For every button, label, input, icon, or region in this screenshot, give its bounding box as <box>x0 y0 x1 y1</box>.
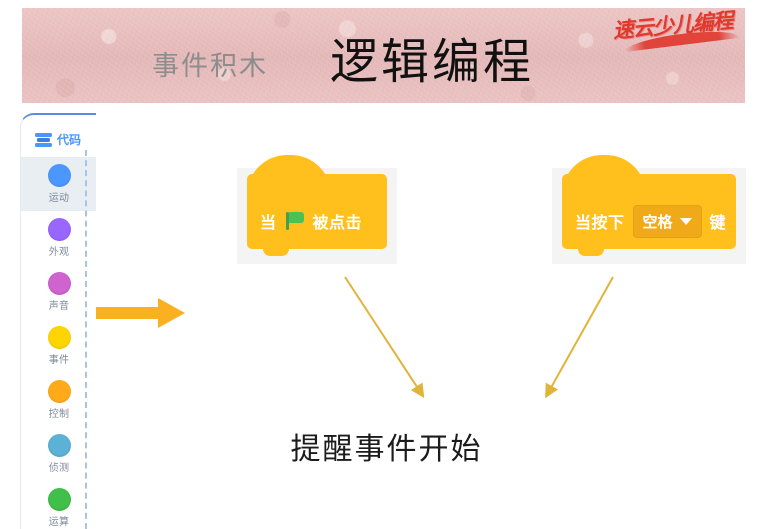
banner-texture <box>22 8 745 103</box>
arrow-flag-to-caption <box>344 276 425 399</box>
chevron-down-icon <box>679 217 692 225</box>
sidebar-item-label: 外观 <box>48 247 70 258</box>
scratch-block-when-key-pressed[interactable]: 当按下 空格 键 <box>562 155 739 256</box>
header-banner <box>22 8 745 103</box>
header-subtitle: 事件积木 <box>152 51 268 82</box>
control-color-dot <box>47 380 71 403</box>
sidebar-item-operators[interactable]: 运算 <box>21 481 96 529</box>
sidebar-item-label: 运算 <box>48 517 70 528</box>
hat-curve <box>562 155 646 195</box>
block-text-before: 当 <box>260 215 277 232</box>
block-card-flag: 当 被点击 <box>237 155 397 264</box>
sidebar-item-label: 事件 <box>48 355 70 366</box>
sidebar-item-motion[interactable]: 运动 <box>21 157 96 211</box>
tab-code[interactable]: 代码 <box>35 131 81 148</box>
page-title: 逻辑编程 <box>330 34 535 90</box>
sidebar-item-sound[interactable]: 声音 <box>21 265 96 319</box>
block-notch <box>263 242 289 256</box>
looks-color-dot <box>47 218 71 241</box>
category-list: 运动 外观 声音 事件 控制 侦测 <box>21 157 96 529</box>
green-flag-icon <box>285 211 305 231</box>
hat-curve <box>247 155 331 195</box>
block-text-after: 键 <box>709 215 727 232</box>
sound-color-dot <box>47 272 71 295</box>
sidebar-item-looks[interactable]: 外观 <box>21 211 96 265</box>
events-color-dot <box>47 326 71 349</box>
block-content-row: 当按下 空格 键 <box>562 193 739 249</box>
key-dropdown-value: 空格 <box>642 213 673 231</box>
block-card-key: 当按下 空格 键 <box>552 155 746 264</box>
scratch-block-when-flag-clicked[interactable]: 当 被点击 <box>247 155 387 256</box>
block-notch <box>578 242 604 256</box>
block-content-row: 当 被点击 <box>247 193 375 249</box>
tab-code-label: 代码 <box>57 133 82 147</box>
sidebar-item-sensing[interactable]: 侦测 <box>21 427 96 481</box>
operators-color-dot <box>47 488 71 511</box>
pointer-arrow-shaft <box>96 307 162 319</box>
scratch-sidebar: 代码 运动 外观 声音 事件 控制 <box>20 113 96 529</box>
sidebar-item-events[interactable]: 事件 <box>21 319 96 373</box>
arrow-key-to-caption <box>545 276 614 399</box>
code-blocks-icon <box>35 133 52 147</box>
sidebar-item-label: 运动 <box>48 193 70 204</box>
sensing-color-dot <box>47 434 71 457</box>
sidebar-item-label: 控制 <box>48 409 70 420</box>
pointer-arrow-icon <box>96 298 186 328</box>
caption-text: 提醒事件开始 <box>290 432 483 467</box>
block-text-after: 被点击 <box>312 215 363 232</box>
pointer-arrow-head <box>158 298 185 328</box>
sidebar-item-label: 侦测 <box>48 463 70 474</box>
block-text-before: 当按下 <box>575 215 625 232</box>
key-dropdown[interactable]: 空格 <box>632 204 702 238</box>
motion-color-dot <box>47 164 71 187</box>
sidebar-item-control[interactable]: 控制 <box>21 373 96 427</box>
sidebar-item-label: 声音 <box>48 301 70 312</box>
palette-divider <box>85 150 87 529</box>
